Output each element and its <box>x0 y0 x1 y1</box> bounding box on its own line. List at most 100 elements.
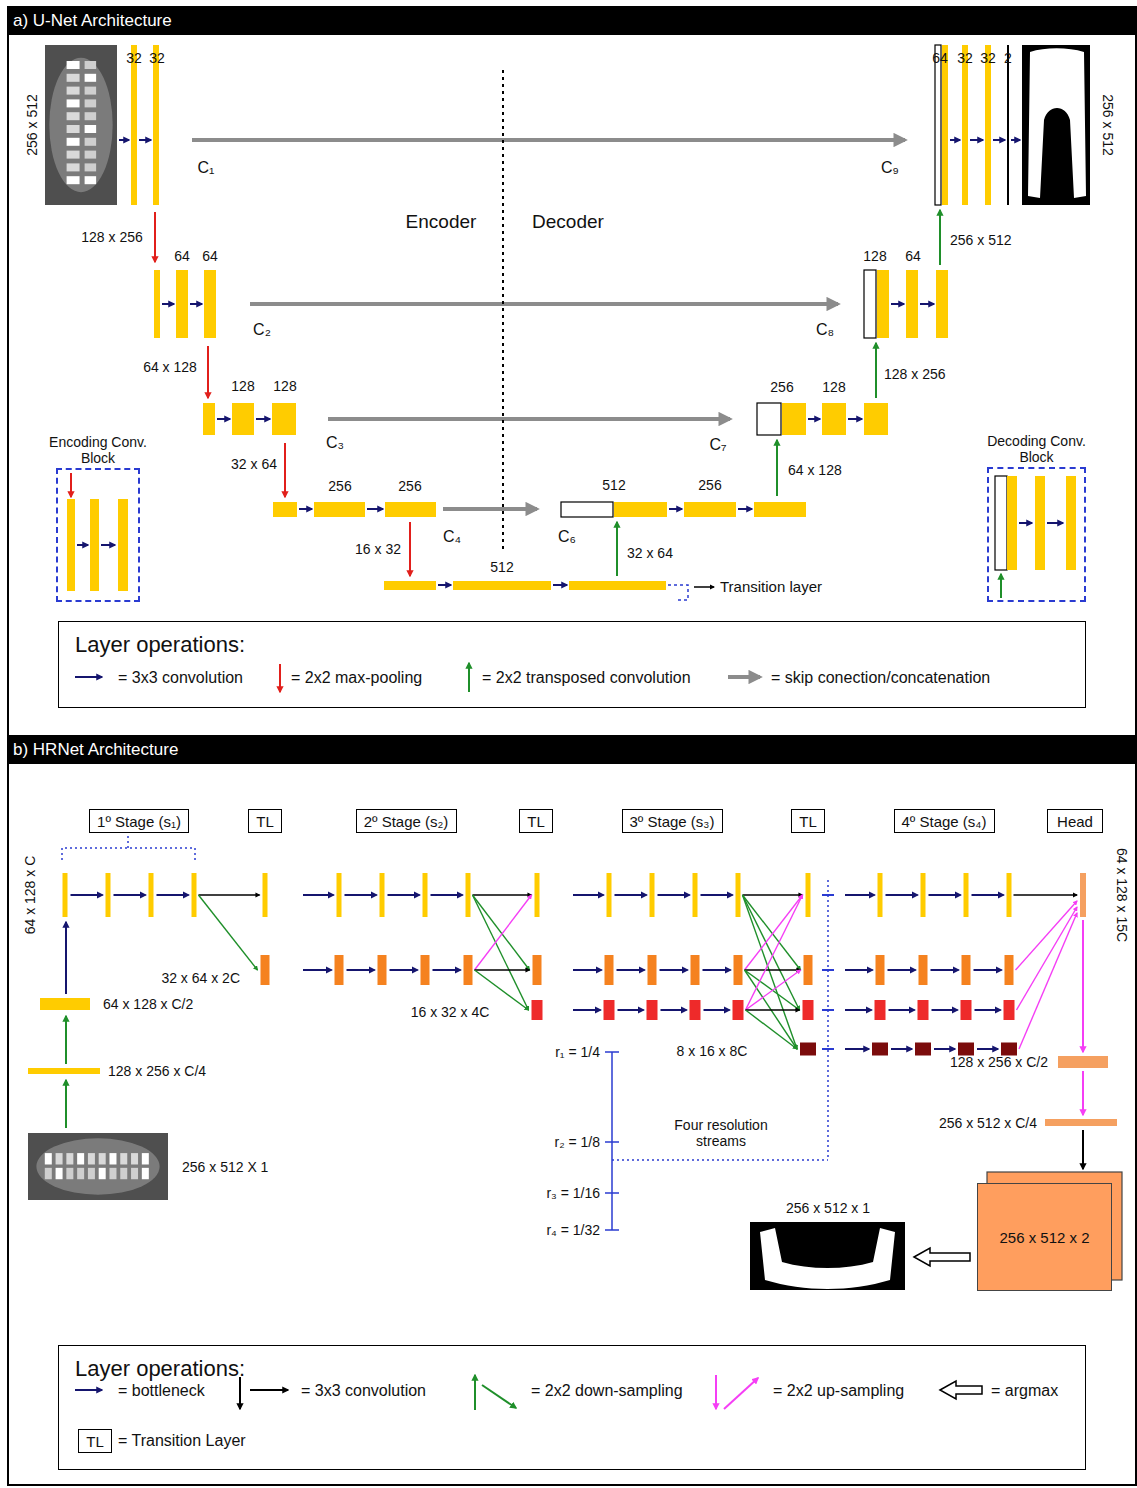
feature-map <box>67 499 75 591</box>
stream-map <box>647 1000 658 1020</box>
node-text: TL <box>86 1433 104 1450</box>
stream-map <box>605 955 614 985</box>
pool-arrow <box>409 522 411 576</box>
feature-map <box>203 403 215 435</box>
legend-entry: = 2x2 transposed convolution <box>482 669 691 687</box>
dimension-label: 128 x 256 <box>884 366 946 382</box>
xray-tooth <box>131 1153 138 1164</box>
legend-entry: = 2x2 down-sampling <box>531 1382 683 1400</box>
stream-map <box>800 1043 816 1056</box>
pool-arrow <box>70 473 72 497</box>
fusion-arrow <box>746 970 801 1010</box>
xray-tooth <box>67 99 80 107</box>
dimension-label: 64 x 128 <box>143 359 197 375</box>
bottleneck-arrow <box>390 969 418 971</box>
node-text: Head <box>1057 813 1093 830</box>
legend-sample <box>468 663 470 692</box>
dimension-label: 64 <box>932 50 948 66</box>
bottleneck-arrow <box>974 969 1002 971</box>
legend-sample <box>728 675 760 679</box>
stream-map <box>962 955 971 985</box>
xray-tooth <box>85 151 97 159</box>
feature-map <box>90 499 99 591</box>
dimension-label: 128 x 256 <box>81 229 143 245</box>
stream-map <box>149 873 154 917</box>
resolution-label: r₄ = 1/32 <box>546 1222 600 1238</box>
xray-tooth <box>131 1168 138 1179</box>
xray-tooth <box>67 74 80 82</box>
dimension-label: 64 <box>202 248 218 264</box>
dimension-label: 16 x 32 x 4C <box>411 1004 490 1020</box>
feature-map <box>40 998 90 1010</box>
head-arrow <box>1017 907 1078 1010</box>
feature-map <box>118 499 128 591</box>
xray-tooth <box>56 1168 63 1179</box>
xray-image <box>28 1133 168 1200</box>
mask-shape <box>760 1228 895 1289</box>
arrow <box>217 418 230 420</box>
bottleneck-arrow <box>845 1048 869 1050</box>
node-text: 2º Stage (s₂) <box>364 813 449 830</box>
dimension-label: 128 <box>822 379 845 395</box>
legend-sample <box>474 1375 476 1410</box>
fusion-arrow <box>473 894 532 895</box>
bottleneck-arrow <box>929 894 961 896</box>
feature-map <box>453 581 551 590</box>
dimension-label: 64 <box>174 248 190 264</box>
arrow <box>77 544 88 546</box>
dimension-label: 128 x 256 x C/2 <box>950 1054 1048 1070</box>
feature-map <box>985 45 991 205</box>
stream-map <box>804 955 813 985</box>
stream-map <box>607 873 612 917</box>
feature-map <box>384 581 436 590</box>
feature-map <box>754 502 806 517</box>
bottleneck-arrow <box>886 894 918 896</box>
bottleneck-arrow <box>977 1048 998 1050</box>
stream-map <box>690 1000 701 1020</box>
stream-map <box>875 1000 886 1020</box>
upconv-arrow <box>616 522 618 576</box>
bottleneck-arrow <box>934 1048 955 1050</box>
node-text: TL <box>256 813 274 830</box>
legend-entry: = 2x2 max-pooling <box>291 669 422 687</box>
fusion-arrow <box>473 895 529 1010</box>
upconv-arrow <box>1000 574 1002 598</box>
resolution-tick <box>605 1051 619 1053</box>
xray-jaw <box>36 1138 159 1194</box>
dimension-label: 16 x 32 <box>355 541 401 557</box>
node-text: Layer operations: <box>75 1356 245 1382</box>
dimension-label: 64 x 128 x 15C <box>1114 848 1130 942</box>
feature-map <box>684 502 736 517</box>
head-map <box>1058 1056 1108 1068</box>
stream-map <box>919 955 928 985</box>
xray-tooth <box>109 1153 116 1164</box>
bottleneck-arrow <box>303 894 334 896</box>
head-map <box>1080 873 1086 917</box>
arrow <box>808 418 820 420</box>
pool-arrow <box>154 212 156 262</box>
stream-map <box>380 873 385 917</box>
feature-map <box>962 45 968 205</box>
stream-map <box>691 955 700 985</box>
stream-map <box>421 955 430 985</box>
stream-map <box>733 1000 744 1020</box>
arrow <box>299 508 312 510</box>
bottleneck-arrow <box>972 894 1004 896</box>
transition-bracket <box>668 585 688 600</box>
fusion-arrow <box>745 970 800 1010</box>
bottleneck-arrow <box>303 969 332 971</box>
bottleneck-arrow <box>975 1009 1001 1011</box>
legend-text: = 2x2 down-sampling <box>531 1382 683 1399</box>
mask-image <box>1022 45 1090 205</box>
dimension-label: 128 <box>863 248 886 264</box>
skip-label: C₁ <box>198 159 215 177</box>
dimension-label: 32 <box>957 50 973 66</box>
bottleneck-arrow <box>661 1009 687 1011</box>
concat-map <box>561 502 613 517</box>
stage-box: 2º Stage (s₂) <box>356 809 457 833</box>
stream-map <box>736 873 741 917</box>
xray-tooth <box>45 1153 52 1164</box>
arrow <box>101 544 115 546</box>
stage-box: 1º Stage (s₁) <box>89 809 189 833</box>
arrow <box>1019 522 1032 524</box>
